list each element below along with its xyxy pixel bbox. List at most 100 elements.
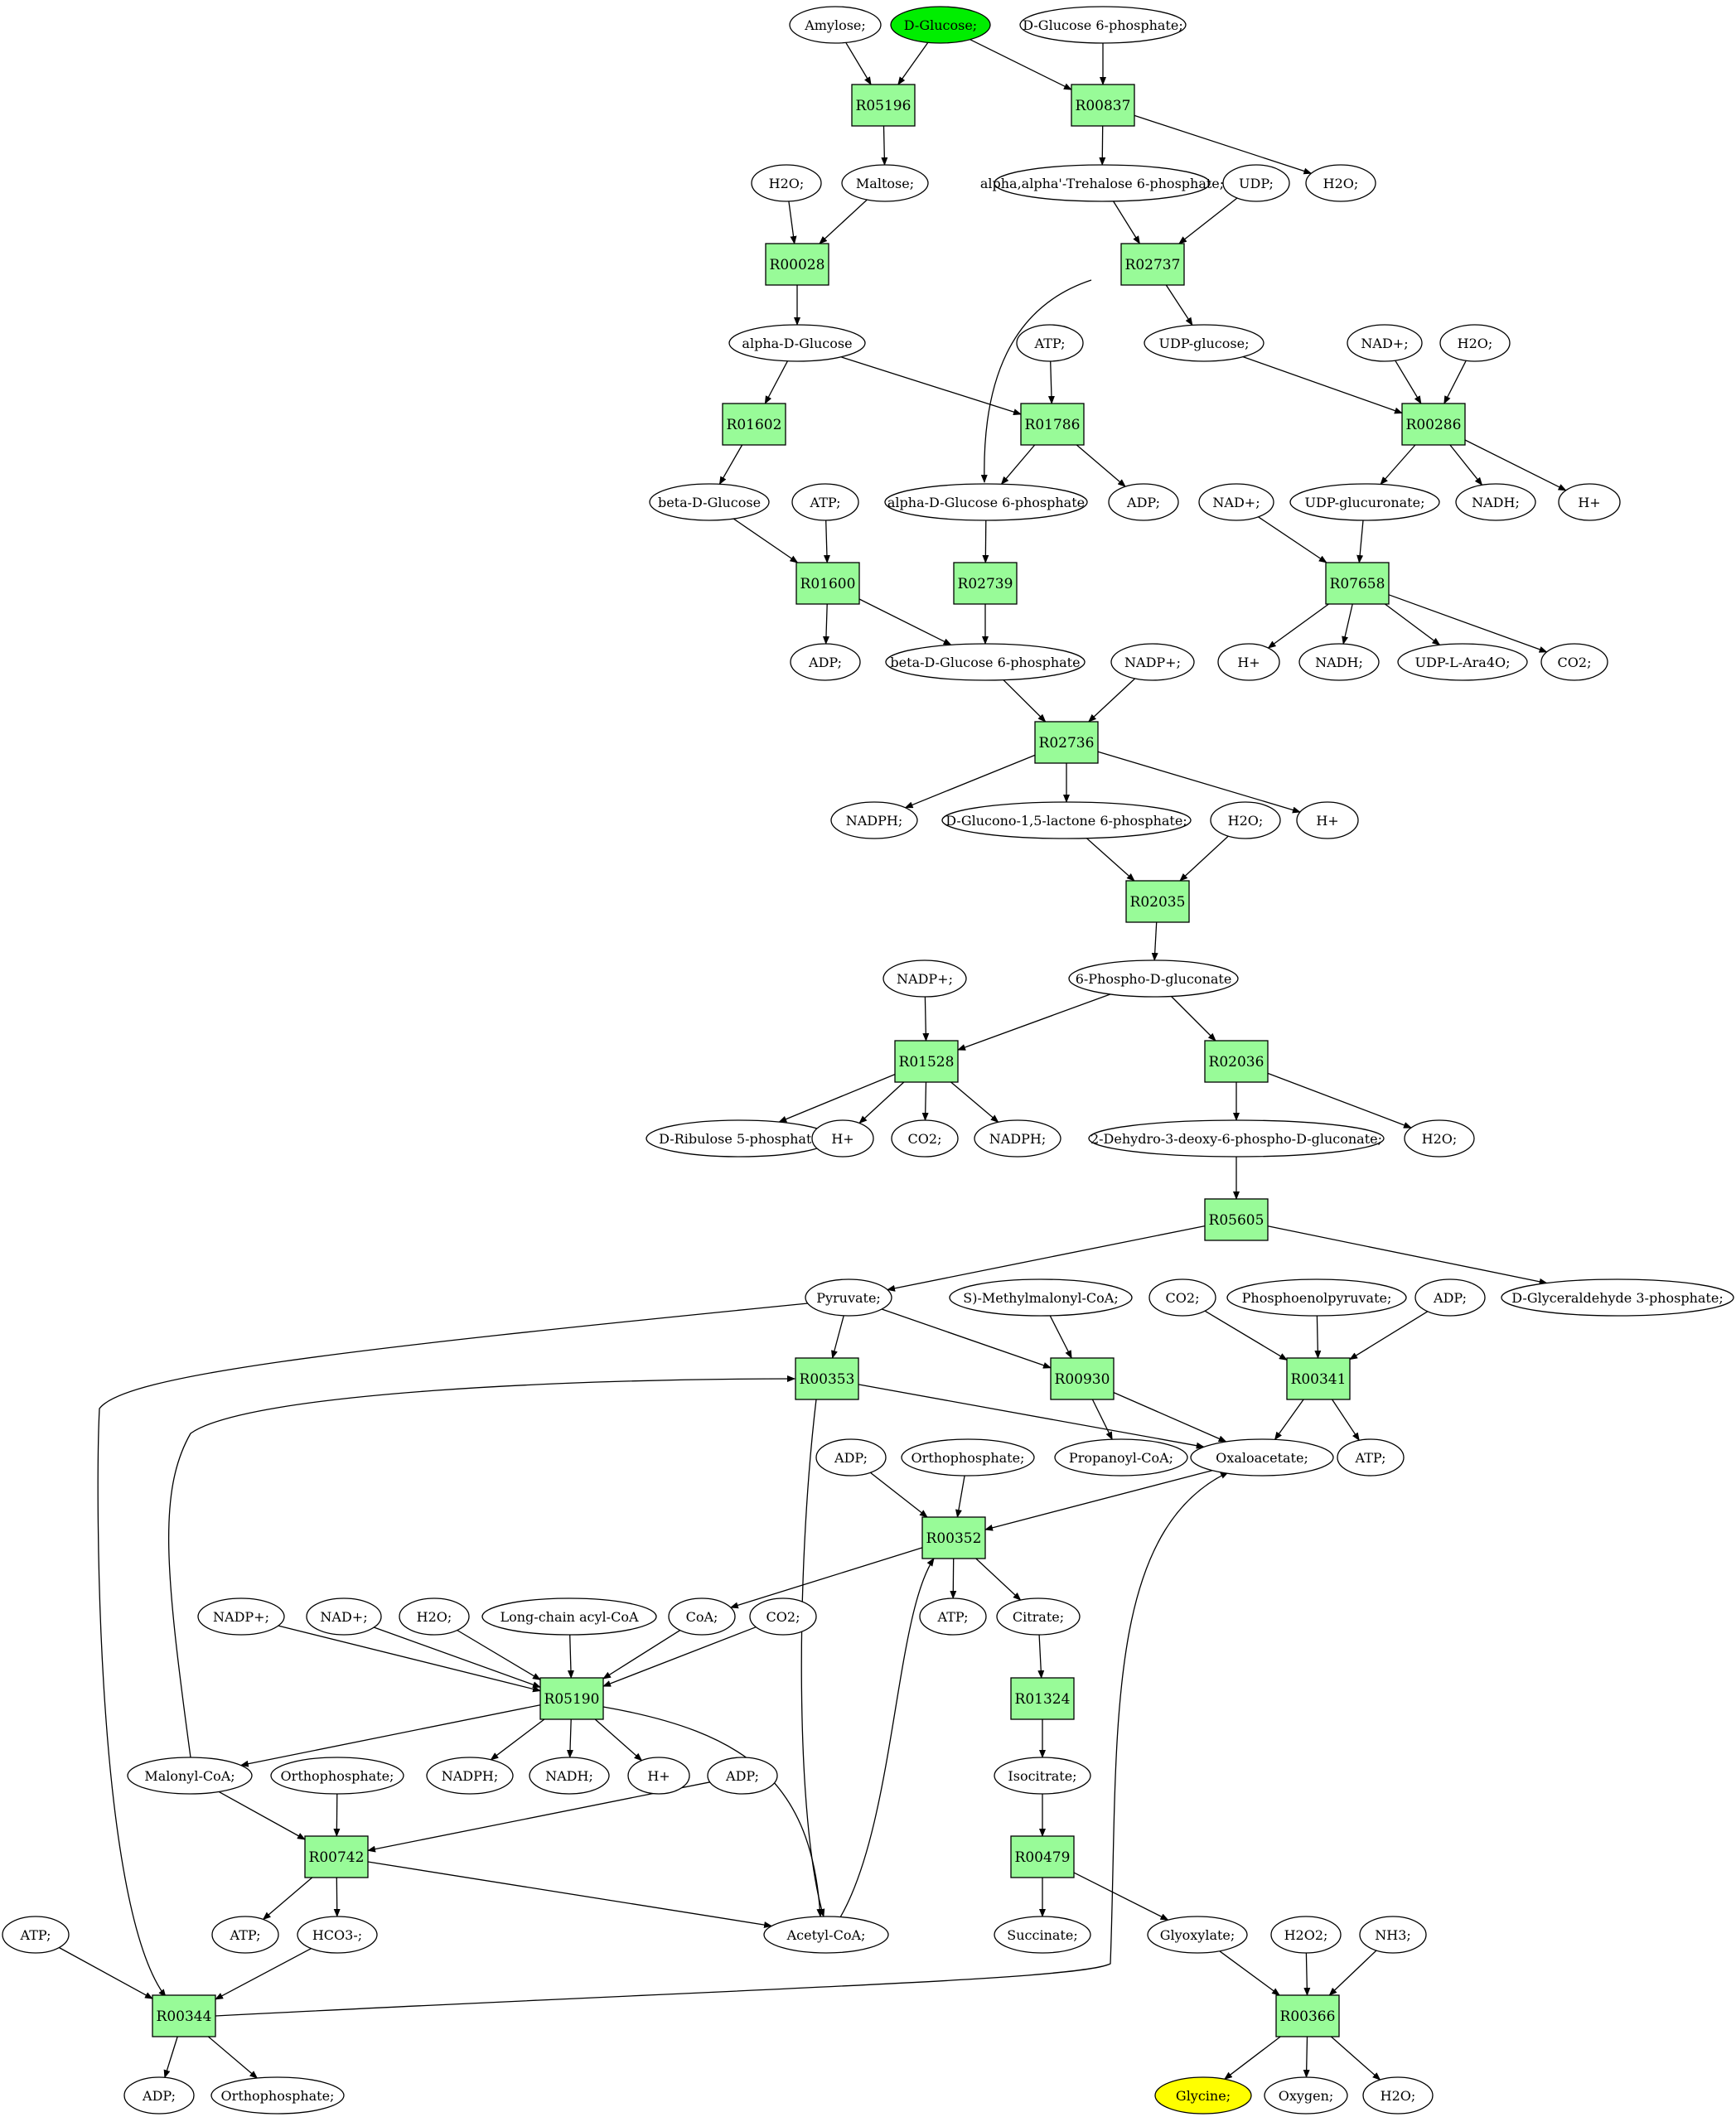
reaction-R05190[interactable]: R05190 bbox=[539, 1677, 604, 1720]
compound-adp-c[interactable]: ADP; bbox=[1414, 1278, 1486, 1317]
compound-udp[interactable]: UDP; bbox=[1222, 164, 1290, 202]
compound-amylose[interactable]: Amylose; bbox=[789, 6, 882, 44]
compound-citrate[interactable]: Citrate; bbox=[996, 1597, 1081, 1636]
compound-nadp-c[interactable]: NADP+; bbox=[197, 1597, 285, 1636]
compound-oxygen[interactable]: Oxygen; bbox=[1264, 2076, 1348, 2115]
compound-adp-f[interactable]: ADP; bbox=[123, 2076, 195, 2115]
compound-acetyl-coa[interactable]: Acetyl-CoA; bbox=[763, 1916, 889, 1954]
reaction-R02035[interactable]: R02035 bbox=[1125, 880, 1190, 923]
compound-trehalose-6p[interactable]: alpha,alpha'-Trehalose 6-phosphate; bbox=[980, 164, 1224, 202]
compound-isocitrate[interactable]: Isocitrate; bbox=[994, 1757, 1091, 1795]
reaction-R02737[interactable]: R02737 bbox=[1120, 243, 1185, 286]
reaction-R01786[interactable]: R01786 bbox=[1020, 403, 1085, 446]
compound-nadph-c[interactable]: NADPH; bbox=[426, 1757, 514, 1795]
reaction-R01528[interactable]: R01528 bbox=[894, 1040, 959, 1083]
reaction-R01324[interactable]: R01324 bbox=[1010, 1677, 1075, 1720]
compound-atp-f[interactable]: ATP; bbox=[211, 1916, 279, 1954]
compound-nadp-b[interactable]: NADP+; bbox=[883, 959, 967, 998]
compound-atp-e[interactable]: ATP; bbox=[2, 1916, 70, 1954]
compound-malonyl-coa[interactable]: Malonyl-CoA; bbox=[127, 1757, 253, 1795]
compound-h2o-f[interactable]: H2O; bbox=[399, 1597, 470, 1636]
compound-phospho-gluconate[interactable]: 6-Phospho-D-gluconate bbox=[1068, 959, 1239, 998]
reaction-R00742[interactable]: R00742 bbox=[304, 1835, 369, 1878]
compound-oxaloacetate[interactable]: Oxaloacetate; bbox=[1190, 1438, 1334, 1477]
compound-nadh-c[interactable]: NADH; bbox=[529, 1757, 610, 1795]
compound-maltose[interactable]: Maltose; bbox=[841, 164, 929, 202]
compound-atp-a[interactable]: ATP; bbox=[1016, 324, 1084, 362]
compound-co2-c[interactable]: CO2; bbox=[1148, 1278, 1216, 1317]
compound-adp-b[interactable]: ADP; bbox=[790, 643, 861, 681]
compound-atp-d[interactable]: ATP; bbox=[919, 1597, 987, 1636]
compound-h2o-b[interactable]: H2O; bbox=[1305, 164, 1376, 202]
compound-udp-l-ara4o[interactable]: UDP-L-Ara4O; bbox=[1397, 643, 1528, 681]
reaction-R05196[interactable]: R05196 bbox=[851, 84, 916, 127]
compound-long-chain-acyl-coa[interactable]: Long-chain acyl-CoA bbox=[481, 1597, 657, 1636]
reaction-R00479[interactable]: R00479 bbox=[1010, 1835, 1075, 1878]
reaction-R01602[interactable]: R01602 bbox=[722, 403, 786, 446]
compound-pyruvate[interactable]: Pyruvate; bbox=[805, 1278, 892, 1317]
compound-h-d[interactable]: H+ bbox=[811, 1119, 874, 1158]
compound-glucono-lactone-6p[interactable]: D-Glucono-1,5-lactone 6-phosphate; bbox=[941, 801, 1192, 839]
compound-co2-a[interactable]: CO2; bbox=[1540, 643, 1608, 681]
reaction-R01600[interactable]: R01600 bbox=[795, 562, 860, 605]
compound-h-c[interactable]: H+ bbox=[1296, 801, 1359, 839]
reaction-R00028[interactable]: R00028 bbox=[765, 243, 829, 286]
compound-glycine[interactable]: Glycine; bbox=[1154, 2076, 1252, 2115]
compound-nad-b[interactable]: NAD+; bbox=[1198, 483, 1274, 521]
compound-coa[interactable]: CoA; bbox=[668, 1597, 736, 1636]
compound-ribulose-5p[interactable]: D-Ribulose 5-phosphate bbox=[646, 1119, 833, 1158]
compound-nad-a[interactable]: NAD+; bbox=[1347, 324, 1423, 362]
compound-orthophosphate-b[interactable]: Orthophosphate; bbox=[270, 1757, 404, 1795]
compound-alpha-d-glucose-6p[interactable]: alpha-D-Glucose 6-phosphate bbox=[884, 483, 1088, 521]
compound-h2o-g[interactable]: H2O; bbox=[1362, 2076, 1434, 2115]
compound-nadph-b[interactable]: NADPH; bbox=[974, 1119, 1061, 1158]
compound-co2-d[interactable]: CO2; bbox=[749, 1597, 817, 1636]
compound-d-glucose-6p[interactable]: D-Glucose 6-phosphate; bbox=[1019, 6, 1187, 44]
compound-orthophosphate-c[interactable]: Orthophosphate; bbox=[210, 2076, 345, 2115]
reaction-R00353[interactable]: R00353 bbox=[795, 1357, 859, 1400]
reaction-R00344[interactable]: R00344 bbox=[152, 1994, 216, 2037]
compound-glyoxylate[interactable]: Glyoxylate; bbox=[1147, 1916, 1248, 1954]
compound-d-glucose[interactable]: D-Glucose; bbox=[890, 6, 991, 44]
compound-h2o-c[interactable]: H2O; bbox=[1439, 324, 1511, 362]
compound-adp-e[interactable]: ADP; bbox=[707, 1757, 778, 1795]
compound-h-b[interactable]: H+ bbox=[1217, 643, 1280, 681]
compound-nh3[interactable]: NH3; bbox=[1359, 1916, 1427, 1954]
reaction-R02739[interactable]: R02739 bbox=[953, 562, 1018, 605]
compound-udp-glucose[interactable]: UDP-glucose; bbox=[1144, 324, 1265, 362]
reaction-R00837[interactable]: R00837 bbox=[1071, 84, 1135, 127]
compound-co2-b[interactable]: CO2; bbox=[891, 1119, 959, 1158]
reaction-R00341[interactable]: R00341 bbox=[1286, 1357, 1351, 1400]
compound-nadp-a[interactable]: NADP+; bbox=[1110, 643, 1195, 681]
reaction-R00286[interactable]: R00286 bbox=[1401, 403, 1466, 446]
reaction-R00366[interactable]: R00366 bbox=[1275, 1994, 1340, 2037]
compound-nadh-b[interactable]: NADH; bbox=[1298, 643, 1380, 681]
compound-beta-d-glucose[interactable]: beta-D-Glucose bbox=[649, 483, 770, 521]
compound-beta-d-glucose-6p[interactable]: beta-D-Glucose 6-phosphate bbox=[885, 643, 1086, 681]
compound-h2o-d[interactable]: H2O; bbox=[1210, 801, 1281, 839]
compound-orthophosphate-a[interactable]: Orthophosphate; bbox=[901, 1438, 1035, 1477]
reaction-R00930[interactable]: R00930 bbox=[1050, 1357, 1115, 1400]
compound-atp-c[interactable]: ATP; bbox=[1337, 1438, 1405, 1477]
compound-pep[interactable]: Phosphoenolpyruvate; bbox=[1226, 1278, 1407, 1317]
reaction-R00352[interactable]: R00352 bbox=[921, 1516, 986, 1559]
compound-nadh-a[interactable]: NADH; bbox=[1455, 483, 1536, 521]
reaction-R02036[interactable]: R02036 bbox=[1204, 1040, 1269, 1083]
compound-udp-glucuronate[interactable]: UDP-glucuronate; bbox=[1289, 483, 1440, 521]
compound-adp-d[interactable]: ADP; bbox=[815, 1438, 887, 1477]
compound-hco3[interactable]: HCO3-; bbox=[297, 1916, 378, 1954]
compound-g3p[interactable]: D-Glyceraldehyde 3-phosphate; bbox=[1501, 1278, 1734, 1317]
compound-h2o2[interactable]: H2O2; bbox=[1270, 1916, 1342, 1954]
compound-h-e[interactable]: H+ bbox=[627, 1757, 690, 1795]
compound-nadph-a[interactable]: NADPH; bbox=[830, 801, 918, 839]
compound-h-a[interactable]: H+ bbox=[1558, 483, 1621, 521]
compound-alpha-d-glucose[interactable]: alpha-D-Glucose bbox=[728, 324, 866, 362]
compound-kdpg[interactable]: 2-Dehydro-3-deoxy-6-phospho-D-gluconate; bbox=[1088, 1119, 1385, 1158]
compound-methylmalonyl-coa[interactable]: S)-Methylmalonyl-CoA; bbox=[949, 1278, 1133, 1317]
compound-h2o-a[interactable]: H2O; bbox=[751, 164, 822, 202]
reaction-R05605[interactable]: R05605 bbox=[1204, 1198, 1269, 1241]
compound-propanoyl-coa[interactable]: Propanoyl-CoA; bbox=[1054, 1438, 1188, 1477]
reaction-R02736[interactable]: R02736 bbox=[1034, 721, 1099, 764]
compound-succinate[interactable]: Succinate; bbox=[994, 1916, 1091, 1954]
compound-atp-b[interactable]: ATP; bbox=[791, 483, 859, 521]
